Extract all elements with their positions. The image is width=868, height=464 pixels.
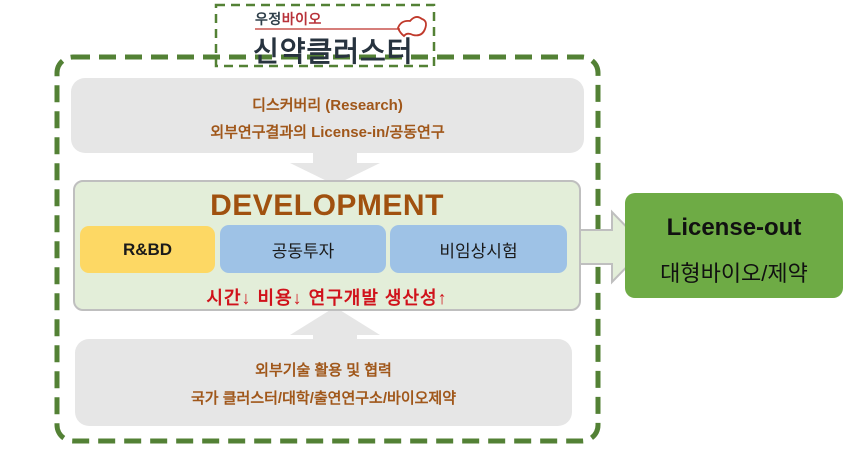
logo-brand-suffix: 바이오 bbox=[281, 11, 322, 27]
chip-rbd: R&BD bbox=[80, 226, 215, 273]
chip-nonclinical-trial: 비임상시험 bbox=[390, 225, 567, 273]
discovery-line-2: 외부연구결과의 License-in/공동연구 bbox=[210, 124, 445, 141]
discovery-line-1: 디스커버리 (Research) bbox=[252, 97, 403, 114]
chip-rbd-label: R&BD bbox=[122, 239, 173, 259]
license-out-box bbox=[625, 193, 843, 298]
license-out-title: License-out bbox=[666, 214, 802, 241]
logo-mark-icon bbox=[397, 16, 427, 38]
arrow-up-icon bbox=[290, 307, 380, 345]
discovery-box: 디스커버리 (Research) 외부연구결과의 License-in/공동연구 bbox=[71, 78, 584, 153]
arrow-down-icon bbox=[290, 140, 380, 185]
logo-dashed-frame bbox=[214, 3, 436, 68]
logo-brand-prefix: 우정 bbox=[255, 11, 282, 27]
chip-nonclinical-trial-label: 비임상시험 bbox=[439, 241, 518, 261]
license-out-subtitle: 대형바이오/제약 bbox=[660, 261, 808, 286]
chip-joint-investment: 공동투자 bbox=[220, 225, 386, 273]
logo-brand: 우정바이오 bbox=[255, 9, 322, 29]
external-collaboration-box: 외부기술 활용 및 협력 국가 클러스터/대학/출연연구소/바이오제약 bbox=[75, 339, 572, 426]
external-line-2: 국가 클러스터/대학/출연연구소/바이오제약 bbox=[190, 390, 457, 407]
logo-title: 신약클러스터 bbox=[253, 36, 414, 67]
development-benefits: 시간↓ 비용↓ 연구개발 생산성↑ bbox=[206, 288, 448, 308]
external-line-1: 외부기술 활용 및 협력 bbox=[255, 362, 392, 379]
development-title: DEVELOPMENT bbox=[210, 189, 444, 222]
chip-joint-investment-label: 공동투자 bbox=[271, 241, 335, 261]
